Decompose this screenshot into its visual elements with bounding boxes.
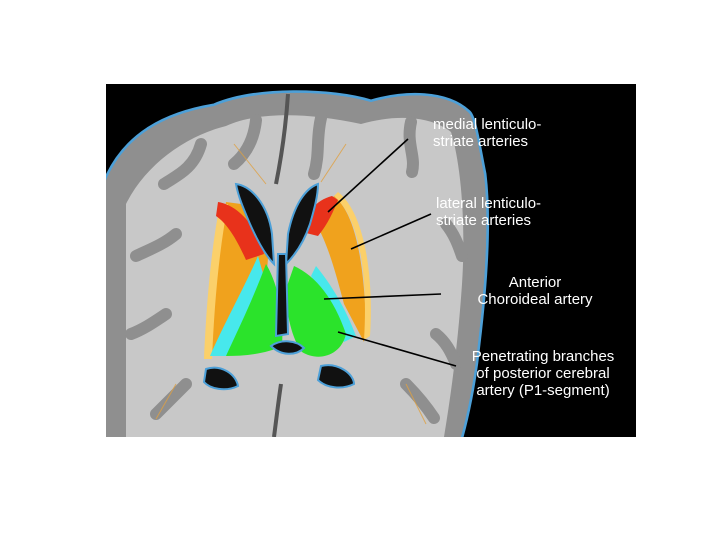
- label-line: Choroideal artery: [477, 291, 593, 308]
- anterior-choroidal-territory-left: [210, 256, 266, 356]
- label-line: lateral lenticulo-: [436, 195, 542, 212]
- interhemispheric-fissure: [274, 93, 290, 185]
- brain-axial-diagram: medial lenticulo- striate arteries later…: [106, 84, 636, 437]
- third-ventricle: [274, 253, 290, 338]
- lateral-lenticulostriate-territory-right: [316, 196, 366, 342]
- label-anterior-choroidal: Anterior Choroideal artery: [460, 274, 610, 308]
- label-medial-lenticulostriate: medial lenticulo- striate arteries: [433, 116, 541, 150]
- frontal-horn-left: [234, 182, 276, 267]
- posterior-horn-right: [316, 364, 356, 389]
- posterior-cerebral-territory-right: [286, 266, 346, 357]
- label-line: of posterior cerebral: [476, 365, 610, 382]
- frontal-horn-right: [284, 182, 320, 267]
- label-line: artery (P1-segment): [476, 382, 610, 399]
- posterior-cerebral-territory-left: [226, 264, 283, 356]
- posterior-fissure: [272, 383, 283, 437]
- label-line: Penetrating branches: [471, 348, 615, 365]
- thin-vessels: [155, 143, 427, 425]
- label-posterior-cerebral-p1: Penetrating branches of posterior cerebr…: [458, 348, 628, 399]
- label-line: Anterior: [508, 274, 562, 291]
- sulci: [125, 112, 468, 424]
- leader-lines: [323, 138, 457, 367]
- medial-lenticulostriate-territory-left: [216, 202, 264, 260]
- posterior-horn-left: [202, 366, 240, 391]
- label-line: striate arteries: [433, 133, 529, 150]
- anterior-choroidal-territory-right: [311, 266, 356, 342]
- medial-lenticulostriate-territory-right: [302, 196, 338, 236]
- label-line: striate arteries: [436, 212, 532, 229]
- brain-illustration: [106, 90, 489, 437]
- quadrigeminal-cistern: [269, 340, 306, 355]
- label-line: medial lenticulo-: [433, 116, 542, 133]
- label-lateral-lenticulostriate: lateral lenticulo- striate arteries: [436, 195, 541, 229]
